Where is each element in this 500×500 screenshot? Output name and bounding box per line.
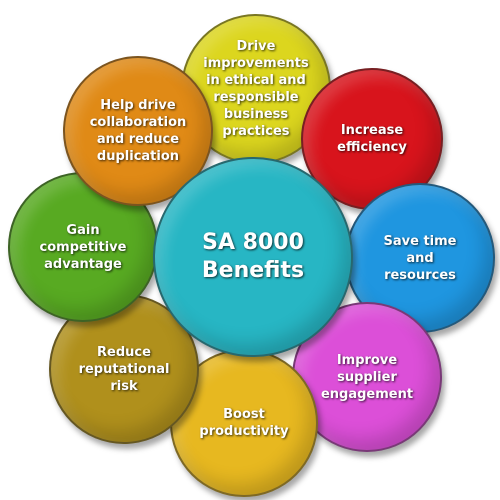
- benefit-circle-ethical-practices: Drive improvements in ethical and respon…: [181, 14, 331, 164]
- benefit-label: Save time and resources: [383, 233, 457, 283]
- benefit-label: Improve supplier engagement: [320, 352, 414, 402]
- benefit-label: Help drive collaboration and reduce dupl…: [89, 98, 187, 164]
- benefit-label: Boost productivity: [199, 407, 289, 439]
- benefit-label: Increase efficiency: [337, 123, 407, 155]
- diagram-title: SA 8000 Benefits: [201, 230, 305, 283]
- center-circle: SA 8000 Benefits: [153, 157, 353, 357]
- benefit-label: Drive improvements in ethical and respon…: [203, 39, 309, 139]
- benefit-label: Gain competitive advantage: [39, 222, 127, 272]
- benefit-label: Reduce reputational risk: [78, 344, 170, 394]
